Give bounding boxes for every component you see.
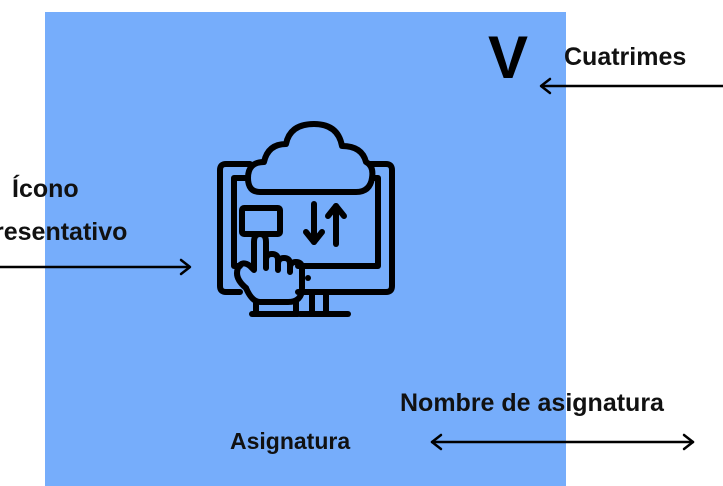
course-name-annotation-label: Nombre de asignatura [400, 389, 664, 417]
course-card [45, 12, 566, 486]
semester-annotation-label: Cuatrimes [564, 43, 687, 71]
semester-arrow [539, 77, 723, 95]
semester-numeral: V [488, 24, 529, 91]
icon-annotation-label-line1: Ícono [12, 175, 79, 203]
course-title: Asignatura [230, 428, 351, 454]
icon-annotation-label-line2: resentativo [0, 218, 128, 246]
computer-cloud-upload-download-icon [217, 121, 395, 317]
representative-icon-container [216, 118, 396, 330]
